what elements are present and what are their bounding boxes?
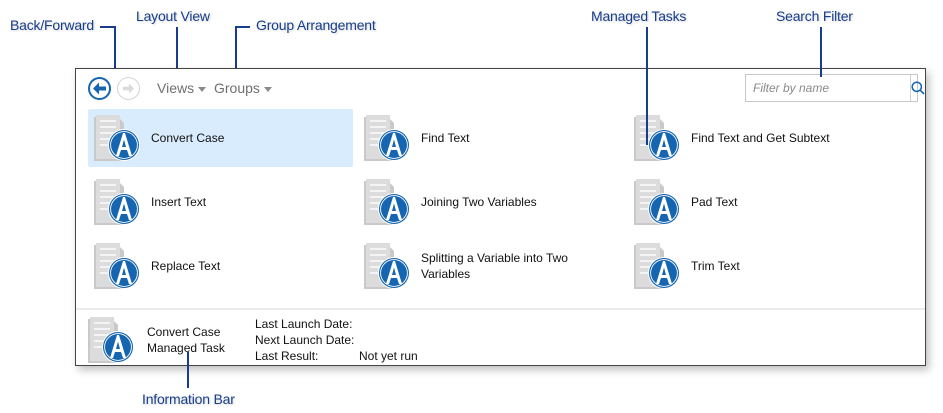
task-tile[interactable]: Replace Text xyxy=(88,237,353,295)
task-tile[interactable]: Trim Text xyxy=(628,237,893,295)
callout-group-arrangement: Group Arrangement xyxy=(256,17,376,33)
search-input[interactable] xyxy=(746,75,910,101)
task-label: Joining Two Variables xyxy=(421,195,537,209)
information-bar: Convert Case Managed Task Last Launch Da… xyxy=(76,310,925,366)
managed-task-icon xyxy=(94,179,140,225)
callout-line xyxy=(176,27,178,76)
arrow-right-icon xyxy=(123,83,134,94)
task-label: Find Text xyxy=(421,131,470,145)
managed-task-icon xyxy=(88,317,134,363)
search-icon xyxy=(911,81,925,95)
views-label: Views xyxy=(157,80,195,96)
last-result-value: Not yet run xyxy=(359,349,418,363)
managed-task-icon xyxy=(634,243,680,289)
task-label: Find Text and Get Subtext xyxy=(691,131,830,145)
task-label: Splitting a Variable into Two Variables xyxy=(421,251,568,281)
task-browser-window: Views Groups xyxy=(75,68,926,366)
callout-line xyxy=(187,352,189,388)
back-button[interactable] xyxy=(88,77,111,100)
task-label: Trim Text xyxy=(691,259,740,273)
callout-line xyxy=(235,26,250,28)
task-tile[interactable]: Pad Text xyxy=(628,173,893,231)
callout-line xyxy=(820,27,822,77)
views-menu[interactable]: Views xyxy=(157,80,207,96)
task-tile[interactable]: Find Text xyxy=(358,109,623,167)
next-launch-row: Next Launch Date: xyxy=(255,332,418,348)
last-launch-row: Last Launch Date: xyxy=(255,316,418,332)
task-name: Convert Case xyxy=(147,325,221,339)
task-label: Insert Text xyxy=(151,195,207,209)
last-result-row: Last Result: Not yet run xyxy=(255,348,418,364)
task-tile[interactable]: Find Text and Get Subtext xyxy=(628,109,893,167)
managed-task-icon xyxy=(94,115,140,161)
task-properties: Last Launch Date: Next Launch Date: Last… xyxy=(255,316,418,364)
callout-search-filter: Search Filter xyxy=(776,8,853,24)
task-type: Managed Task xyxy=(147,341,225,355)
callout-information-bar: Information Bar xyxy=(142,391,235,407)
callout-back-forward: Back/Forward xyxy=(10,17,94,33)
callout-line xyxy=(235,26,237,76)
selected-task-name: Convert Case Managed Task xyxy=(147,324,225,356)
arrow-left-icon xyxy=(93,82,106,95)
managed-task-icon xyxy=(634,115,680,161)
callout-line xyxy=(100,26,115,28)
managed-task-icon xyxy=(364,115,410,161)
next-launch-label: Next Launch Date: xyxy=(255,333,355,347)
search-button[interactable] xyxy=(910,75,925,101)
chevron-down-icon xyxy=(198,86,207,92)
callout-line xyxy=(114,26,116,76)
managed-task-icon xyxy=(364,243,410,289)
task-tile[interactable]: Joining Two Variables xyxy=(358,173,623,231)
chevron-down-icon xyxy=(263,86,272,92)
toolbar: Views Groups xyxy=(76,69,925,107)
callout-layout-view: Layout View xyxy=(136,8,210,24)
groups-label: Groups xyxy=(214,80,260,96)
managed-task-icon xyxy=(634,179,680,225)
task-label: Convert Case xyxy=(151,131,225,145)
divider xyxy=(76,308,925,310)
search-filter xyxy=(745,74,925,102)
forward-button[interactable] xyxy=(117,77,140,100)
last-result-label: Last Result: xyxy=(255,349,319,363)
task-tile[interactable]: Convert Case xyxy=(88,109,353,167)
groups-menu[interactable]: Groups xyxy=(214,80,272,96)
task-label: Replace Text xyxy=(151,259,221,273)
managed-task-icon xyxy=(94,243,140,289)
callout-managed-tasks: Managed Tasks xyxy=(591,8,687,24)
managed-task-icon xyxy=(364,179,410,225)
task-label: Pad Text xyxy=(691,195,738,209)
last-launch-label: Last Launch Date: xyxy=(255,317,353,331)
task-tile[interactable]: Insert Text xyxy=(88,173,353,231)
task-tile[interactable]: Splitting a Variable into Two Variables xyxy=(358,237,623,295)
callout-line xyxy=(646,27,648,145)
